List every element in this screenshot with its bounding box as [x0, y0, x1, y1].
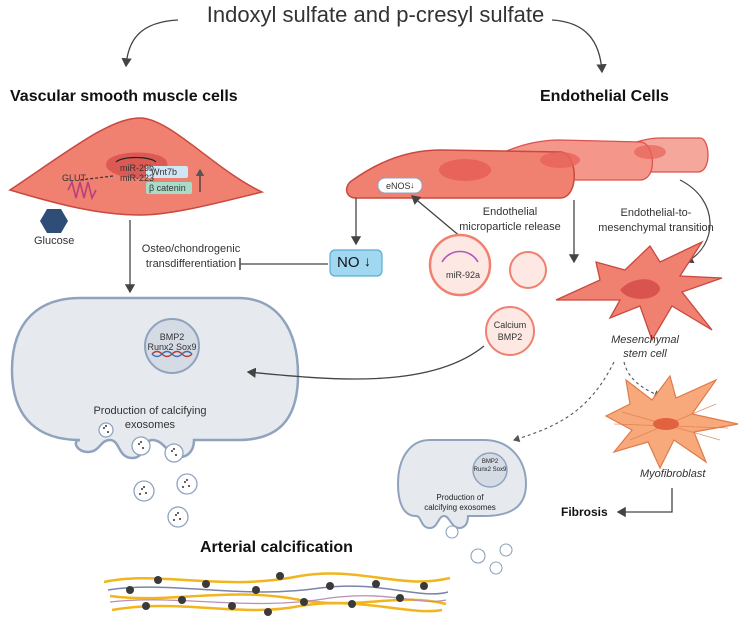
enos-down-arrow-icon: ↓	[410, 180, 415, 190]
large-cell	[10, 296, 300, 460]
myofibroblast-label: Myofibroblast	[640, 468, 706, 480]
endothelial-nucleus-1	[439, 159, 491, 181]
calcium-deposits	[126, 572, 428, 616]
mir92a-hairpin-icon	[441, 250, 479, 263]
arrow-microparticle-to-cell	[246, 345, 485, 380]
inhibit-dash	[79, 175, 114, 181]
no-box	[329, 249, 383, 277]
endmt-label-1: Endothelial-to-	[620, 207, 692, 219]
osteo-label-2: transdifferentiation	[145, 258, 237, 270]
mesenchymal-nucleus	[620, 279, 660, 299]
large-nucleus-line2: Runx2 Sox9	[147, 342, 197, 352]
small-cell	[396, 439, 528, 530]
small-nucleus	[472, 452, 508, 488]
beta-catenin-box	[146, 182, 192, 194]
endothelial-nucleus-2	[540, 152, 580, 168]
endothelial-nucleus-3	[634, 145, 666, 159]
glut-label: GLUT	[62, 173, 87, 183]
enos-label: eNOS	[386, 181, 411, 191]
arrow-myofibroblast-to-fibrosis	[616, 488, 673, 518]
msc-label-1: Mesenchymal	[611, 334, 679, 346]
microparticle-calcium	[485, 306, 535, 356]
osteo-label-1: Osteo/chondrogenic	[141, 243, 241, 255]
microparticle-empty	[509, 251, 547, 289]
mir-92a-label: miR-92a	[446, 270, 481, 280]
figure-title: Indoxyl sulfate and p-cresyl sulfate	[206, 2, 545, 27]
arrow-msc-to-small-cell	[512, 361, 615, 443]
small-nucleus-line1: BMP2	[481, 459, 499, 465]
arrow-title-to-vsmc	[121, 19, 179, 68]
glucose-hexagon-icon	[40, 209, 68, 233]
large-nucleus-line1: BMP2	[159, 332, 185, 342]
endo-micro-label-2: microparticle release	[459, 221, 561, 233]
production-large-1: Production of calcifying	[93, 405, 207, 417]
dna-icon-b	[151, 350, 193, 358]
wnt7b-label: Wnt7b	[151, 167, 178, 177]
microparticle-mir92a	[428, 233, 492, 297]
glut-transporter-icon	[67, 179, 97, 201]
beta-catenin-label: β catenin	[149, 183, 186, 193]
bmp2-microparticle-label: BMP2	[497, 332, 523, 342]
exosome-group-large	[98, 422, 198, 528]
endmt-label-2: mesenchymal transition	[598, 222, 714, 234]
mir-29b-label: miR-29b	[120, 163, 155, 173]
enos-box	[377, 177, 423, 194]
no-down-arrow-icon: ↓	[364, 253, 371, 269]
right-header: Endothelial Cells	[540, 88, 669, 105]
myofibroblast-nucleus	[653, 418, 679, 430]
production-large-2: exosomes	[124, 419, 176, 431]
endo-micro-label-1: Endothelial	[482, 206, 538, 218]
no-label: NO	[337, 254, 360, 271]
exosome-dots	[103, 425, 190, 521]
exosome-group-small	[445, 525, 513, 575]
glucose-label: Glucose	[34, 235, 75, 247]
small-nucleus-line2: Runx2 Sox9	[473, 467, 507, 473]
wnt7b-box	[146, 166, 188, 178]
production-small-1: Production of	[436, 493, 484, 502]
production-small-2: calcifying exosomes	[424, 503, 496, 512]
msc-label-2: stem cell	[623, 348, 667, 360]
large-nucleus	[144, 318, 200, 374]
mir-223-label: miR-223	[120, 173, 155, 183]
arterial-calcification-label: Arterial calcification	[200, 539, 353, 556]
arrow-endmt	[679, 179, 711, 264]
left-header: Vascular smooth muscle cells	[10, 88, 238, 105]
arrow-title-to-endothelial	[551, 19, 607, 74]
calcium-label: Calcium	[493, 320, 527, 330]
mirna-hairpin-icon	[115, 156, 157, 163]
fibrosis-label: Fibrosis	[561, 505, 608, 519]
